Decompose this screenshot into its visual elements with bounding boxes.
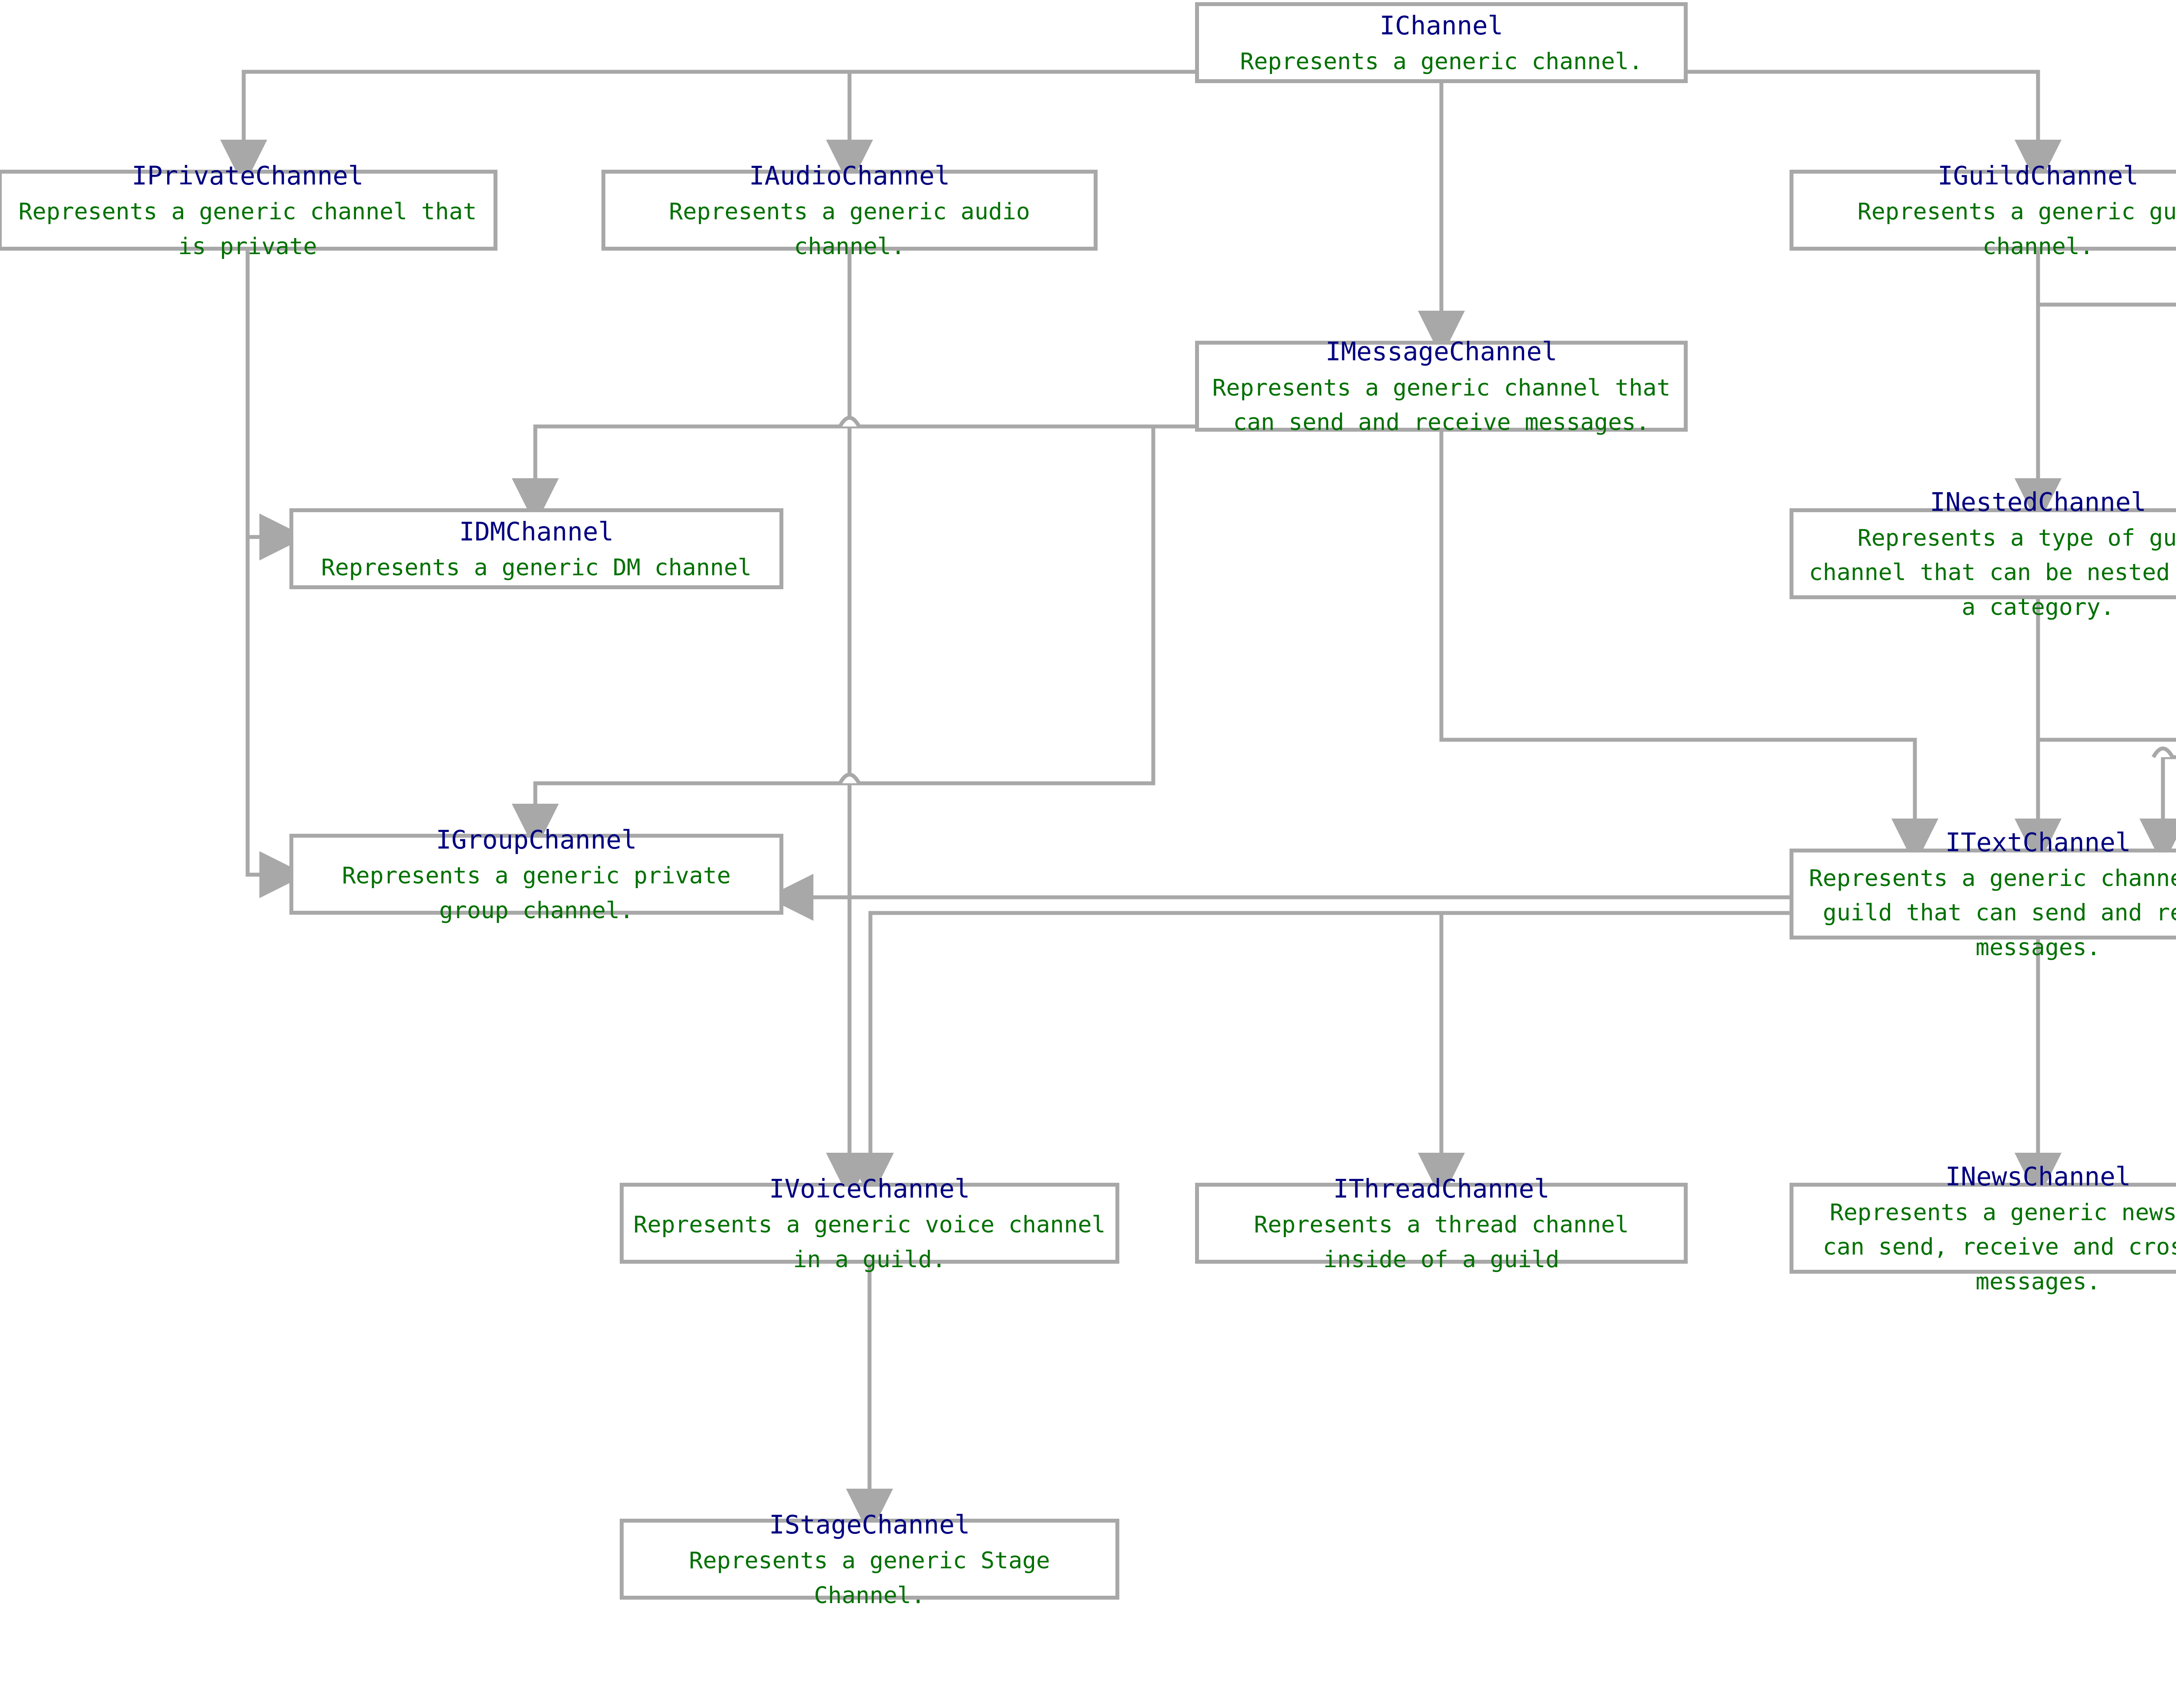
edge-iprivatechannel-igroupchannel <box>245 251 306 898</box>
node-description: Represents a generic channel that can se… <box>1212 374 1671 436</box>
node-title: INewsChannel <box>1945 1161 2131 1191</box>
edge-ichannel-iaudiochannel <box>826 70 1195 187</box>
node-description: Represents a generic channel in a guild … <box>1809 865 2176 961</box>
node-title: IMessageChannel <box>1325 336 1558 367</box>
edge-ichannel-iguildchannel <box>1688 70 2062 187</box>
node-title: IAudioChannel <box>749 160 950 191</box>
node-description: Represents a generic channel that is pri… <box>18 198 477 260</box>
node-title: ITextChannel <box>1945 827 2131 857</box>
node-description: Represents a generic private group chann… <box>342 862 731 924</box>
edge-imessagechannel-itextchannel <box>1439 432 1938 866</box>
node-title: IStageChannel <box>769 1509 970 1540</box>
node-description: Represents a generic channel. <box>1240 48 1643 75</box>
node-title: IVoiceChannel <box>769 1173 970 1204</box>
edge-iintegrationchannel-itextchannel <box>2139 755 2176 866</box>
edge-ichannel-iprivatechannel <box>220 70 1195 187</box>
node-description: Represents a generic news that can send,… <box>1823 1199 2176 1295</box>
edge-imessagechannel-idmchannel <box>512 424 1195 525</box>
node-title: IGroupChannel <box>436 824 637 855</box>
node-description: Represents a generic guild channel. <box>1857 198 2176 260</box>
node-title: IThreadChannel <box>1333 1173 1550 1204</box>
edge-itextchannel-ivoicechannel <box>847 911 1790 1200</box>
edge-iguildchannel-iintegrationchannel <box>2036 251 2176 307</box>
node-description: Represents a generic DM channel <box>321 554 752 581</box>
node-description: Represents a generic voice channel in a … <box>633 1211 1106 1273</box>
node-title: INestedChannel <box>1930 487 2146 517</box>
node-description: Represents a thread channel inside of a … <box>1254 1211 1629 1273</box>
edge-inestedchannel-iforumchannel <box>2036 599 2176 742</box>
line-hop-bridges <box>838 416 2174 785</box>
node-title: IDMChannel <box>459 516 614 547</box>
edge-itextchannel-ithreadchannel <box>1418 911 1790 1200</box>
node-title: IChannel <box>1379 10 1504 40</box>
node-description: Represents a generic Stage Channel. <box>689 1547 1050 1609</box>
node-title: IPrivateChannel <box>131 160 364 191</box>
edge-imessagechannel-igroupchannel <box>512 426 1155 851</box>
edge-iprivatechannel-idmchannel <box>245 251 306 560</box>
node-description: Represents a type of guild channel that … <box>1809 524 2176 621</box>
node-description: Represents a generic audio channel. <box>669 198 1030 260</box>
node-title: IGuildChannel <box>1938 160 2139 191</box>
